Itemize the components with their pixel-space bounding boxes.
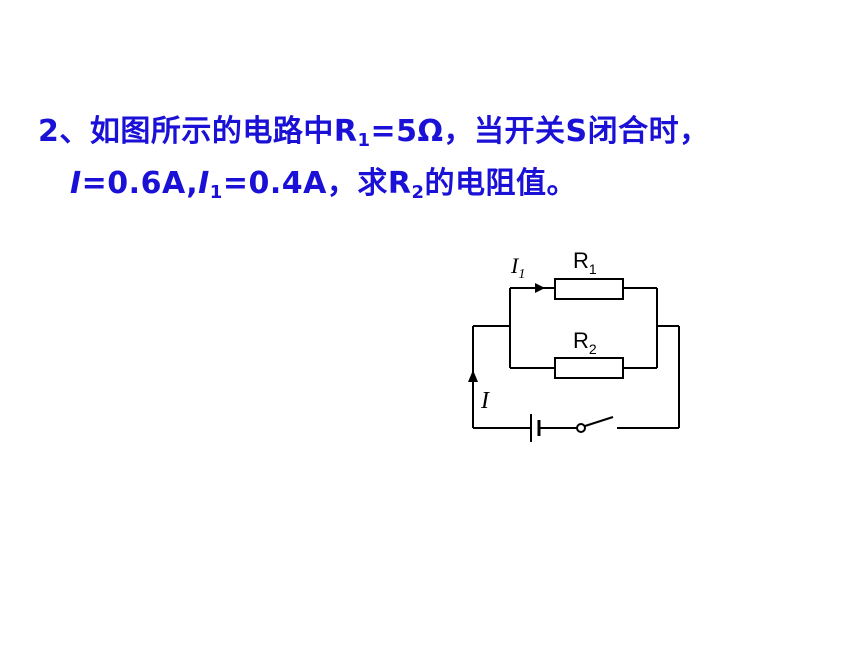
problem-text-1a: 如图所示的电路中 bbox=[89, 114, 334, 149]
current-1-symbol: I bbox=[198, 166, 210, 201]
problem-number-separator: 、 bbox=[59, 114, 90, 149]
r2-symbol: R bbox=[387, 166, 412, 201]
problem-line-1: 2、如图所示的电路中R1=5Ω，当开关S闭合时， bbox=[38, 106, 853, 158]
current-i1-arrow bbox=[535, 283, 545, 293]
resistor-r1 bbox=[554, 278, 624, 300]
problem-text-2a: =0.6A, bbox=[81, 166, 199, 201]
switch-pivot bbox=[576, 423, 586, 433]
problem-text-1b: =5Ω，当开关 bbox=[370, 114, 566, 149]
problem-statement: 2、如图所示的电路中R1=5Ω，当开关S闭合时， I=0.6A,I1=0.4A，… bbox=[38, 106, 853, 210]
problem-line-2: I=0.6A,I1=0.4A，求R2的电阻值。 bbox=[38, 158, 853, 210]
label-i1: I1 bbox=[510, 253, 525, 282]
circuit-diagram: I1 R1 R2 I bbox=[468, 248, 680, 442]
r1-subscript: 1 bbox=[357, 130, 371, 151]
problem-text-2c: 的电阻值。 bbox=[424, 166, 577, 201]
r1-symbol: R bbox=[333, 114, 358, 149]
switch-symbol: S bbox=[565, 114, 588, 149]
resistor-r2 bbox=[554, 357, 624, 379]
r2-subscript: 2 bbox=[411, 182, 425, 203]
current-1-subscript: 1 bbox=[209, 182, 223, 203]
switch-blade bbox=[584, 416, 614, 427]
problem-text-2b: =0.4A，求 bbox=[222, 166, 388, 201]
current-symbol: I bbox=[70, 166, 82, 201]
label-r1: R1 bbox=[573, 248, 597, 277]
label-i: I bbox=[480, 388, 490, 414]
problem-number: 2 bbox=[38, 114, 60, 149]
label-r2: R2 bbox=[573, 328, 597, 357]
current-i-arrow bbox=[468, 370, 478, 382]
problem-text-1c: 闭合时， bbox=[587, 114, 710, 149]
